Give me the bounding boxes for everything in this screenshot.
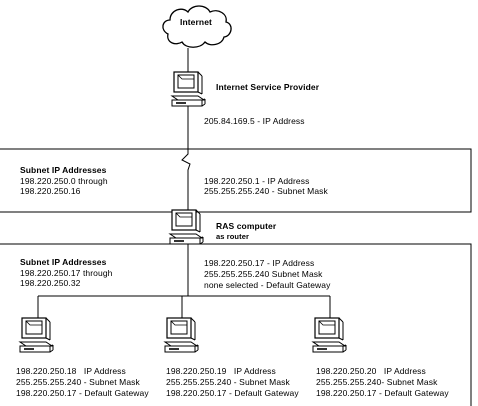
- client-1-mask-desc: - Subnet Mask: [83, 377, 140, 387]
- client-2-mask-desc: - Subnet Mask: [233, 377, 290, 387]
- client-3-mask-desc: - Subnet Mask: [381, 377, 438, 387]
- client-3-computer-icon: [312, 317, 347, 353]
- subnet2-frame: [0, 243, 472, 406]
- client-2-ip-desc: IP Address: [233, 366, 276, 376]
- subnet2-ras-gateway-value: none selected: [204, 280, 259, 290]
- ras-label: RAS computer: [216, 221, 277, 231]
- isp-computer-icon: [171, 71, 206, 107]
- subnet2-ras-mask-value: 255.255.255.240: [204, 269, 270, 279]
- subnet1-ras-mask: 255.255.255.240 - Subnet Mask: [204, 186, 328, 196]
- ras-computer-icon: [169, 209, 204, 245]
- client-2-mask-value: 255.255.255.240: [166, 377, 232, 387]
- subnet2-ras-gateway-desc: - Default Gateway: [260, 280, 331, 290]
- subnet1-range-end: 198.220.250.16: [20, 186, 81, 196]
- client-3-ip-desc: IP Address: [383, 366, 426, 376]
- client-1-mask: 255.255.255.240 - Subnet Mask: [16, 377, 140, 387]
- client-1-ip-desc: IP Address: [83, 366, 126, 376]
- subnet2-range-end: 198.220.250.32: [20, 278, 81, 288]
- subnet2-ras-ip-desc: - IP Address: [266, 258, 315, 268]
- client-1-gateway-desc: - Default Gateway: [78, 388, 149, 398]
- client-1-ip-value: 198.220.250.18: [16, 366, 77, 376]
- client-2-ip-value: 198.220.250.19: [166, 366, 227, 376]
- client-2-computer-icon: [164, 317, 199, 353]
- client-3-gateway-value: 198.220.250.17: [316, 388, 377, 398]
- subnet1-header: Subnet IP Addresses: [20, 165, 107, 175]
- client-3-gateway: 198.220.250.17 - Default Gateway: [316, 388, 449, 398]
- subnet2-range-start: 198.220.250.17 through: [20, 268, 113, 278]
- internet-label: Internet: [180, 17, 212, 27]
- subnet2-ras-ip: 198.220.250.17 - IP Address: [204, 258, 314, 268]
- subnet2-ras-mask: 255.255.255.240 Subnet Mask: [204, 269, 323, 279]
- subnet1-frame: [0, 148, 472, 213]
- client-3-ip: 198.220.250.20 IP Address: [316, 366, 426, 376]
- subnet2-header: Subnet IP Addresses: [20, 257, 107, 267]
- subnet2-ras-ip-value: 198.220.250.17: [204, 258, 265, 268]
- client-2-gateway-desc: - Default Gateway: [228, 388, 299, 398]
- subnet1-ras-ip: 198.220.250.1 - IP Address: [204, 176, 310, 186]
- client-3-mask: 255.255.255.240- Subnet Mask: [316, 377, 437, 387]
- client-1-computer-icon: [19, 317, 54, 353]
- client-2-ip: 198.220.250.19 IP Address: [166, 366, 276, 376]
- client-3-ip-value: 198.220.250.20: [316, 366, 377, 376]
- client-3-mask-value: 255.255.255.240: [316, 377, 382, 387]
- ras-sublabel: as router: [216, 232, 249, 241]
- internet-cloud-icon: [162, 5, 232, 48]
- client-3-gateway-desc: - Default Gateway: [378, 388, 449, 398]
- isp-ip-address: 205.84.169.5 - IP Address: [204, 116, 305, 126]
- client-1-gateway: 198.220.250.17 - Default Gateway: [16, 388, 149, 398]
- client-2-gateway-value: 198.220.250.17: [166, 388, 227, 398]
- isp-label: Internet Service Provider: [216, 82, 320, 92]
- client-1-mask-value: 255.255.255.240: [16, 377, 82, 387]
- client-1-gateway-value: 198.220.250.17: [16, 388, 77, 398]
- link-isp-subnet1: [181, 104, 191, 212]
- client-2-gateway: 198.220.250.17 - Default Gateway: [166, 388, 299, 398]
- subnet2-ras-mask-desc: Subnet Mask: [271, 269, 323, 279]
- subnet1-range-start: 198.220.250.0 through: [20, 176, 108, 186]
- subnet2-ras-gateway: none selected - Default Gateway: [204, 280, 330, 290]
- client-2-mask: 255.255.255.240 - Subnet Mask: [166, 377, 290, 387]
- client-1-ip: 198.220.250.18 IP Address: [16, 366, 126, 376]
